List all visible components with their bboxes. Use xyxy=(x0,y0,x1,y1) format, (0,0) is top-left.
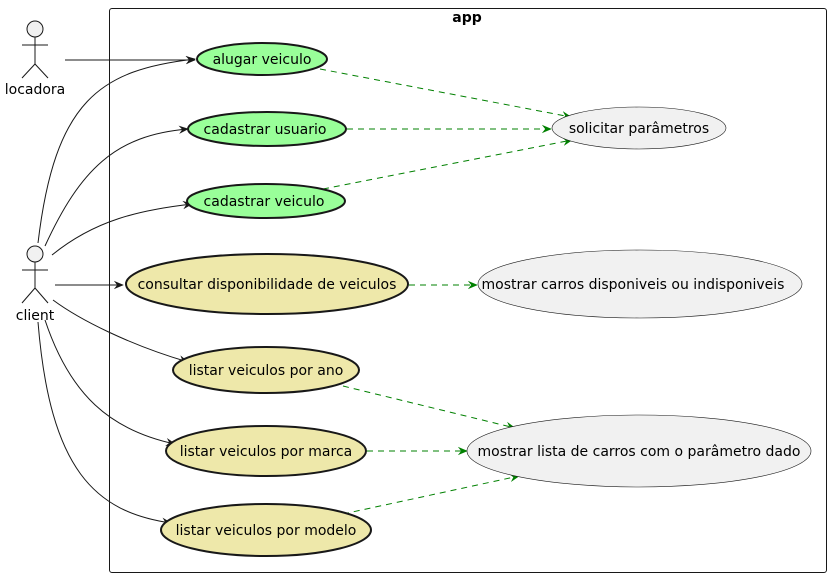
actor-locadora-label: locadora xyxy=(5,82,66,98)
usecase-cadastrar-veiculo-label: cadastrar veiculo xyxy=(204,194,325,210)
include-cad-veiculo-solicitar xyxy=(322,137,573,190)
usecase-mostrar-lista-carros: mostrar lista de carros com o parâmetro … xyxy=(466,414,812,488)
actor-client-label: client xyxy=(16,308,55,324)
usecase-solicitar-parametros-label: solicitar parâmetros xyxy=(569,121,709,137)
usecase-consultar-disponibilidade-label: consultar disponibilidade de veiculos xyxy=(138,277,397,293)
actor-locadora-figure xyxy=(21,20,49,79)
usecase-cadastrar-usuario: cadastrar usuario xyxy=(187,111,347,147)
assoc-client-por-marca xyxy=(44,319,176,447)
usecase-alugar-veiculo: alugar veiculo xyxy=(196,42,328,76)
include-por-modelo-mostrar-lista xyxy=(342,473,520,515)
usecase-alugar-veiculo-label: alugar veiculo xyxy=(213,52,312,68)
actor-client-figure xyxy=(21,245,49,304)
actor-locadora: locadora xyxy=(5,20,66,98)
usecase-consultar-disponibilidade: consultar disponibilidade de veiculos xyxy=(125,253,409,315)
include-alugar-solicitar xyxy=(319,68,572,120)
assoc-client-por-modelo xyxy=(37,321,172,526)
usecase-listar-por-marca: listar veiculos por marca xyxy=(165,425,367,477)
assoc-client-por-ano xyxy=(52,299,189,364)
actor-client: client xyxy=(16,245,55,324)
assoc-client-alugar xyxy=(37,55,196,244)
usecase-listar-por-ano-label: listar veiculos por ano xyxy=(189,363,344,379)
assoc-client-cad-veiculo xyxy=(51,200,193,256)
include-por-ano-mostrar-lista xyxy=(342,385,516,430)
usecase-listar-por-modelo-label: listar veiculos por modelo xyxy=(176,523,357,539)
usecase-solicitar-parametros: solicitar parâmetros xyxy=(551,106,727,150)
usecase-listar-por-modelo: listar veiculos por modelo xyxy=(160,503,372,557)
boundary-title: app xyxy=(452,10,482,26)
usecase-listar-por-marca-label: listar veiculos por marca xyxy=(180,444,353,460)
usecase-mostrar-carros-disponiveis: mostrar carros disponiveis ou indisponiv… xyxy=(477,249,803,319)
usecase-mostrar-carros-disponiveis-label: mostrar carros disponiveis ou indisponiv… xyxy=(482,277,785,293)
usecase-cadastrar-veiculo: cadastrar veiculo xyxy=(186,183,346,219)
usecase-listar-por-ano: listar veiculos por ano xyxy=(172,346,360,394)
usecase-cadastrar-usuario-label: cadastrar usuario xyxy=(204,122,327,138)
usecase-mostrar-lista-carros-label: mostrar lista de carros com o parâmetro … xyxy=(478,444,801,460)
assoc-client-cad-usuario xyxy=(44,125,189,247)
